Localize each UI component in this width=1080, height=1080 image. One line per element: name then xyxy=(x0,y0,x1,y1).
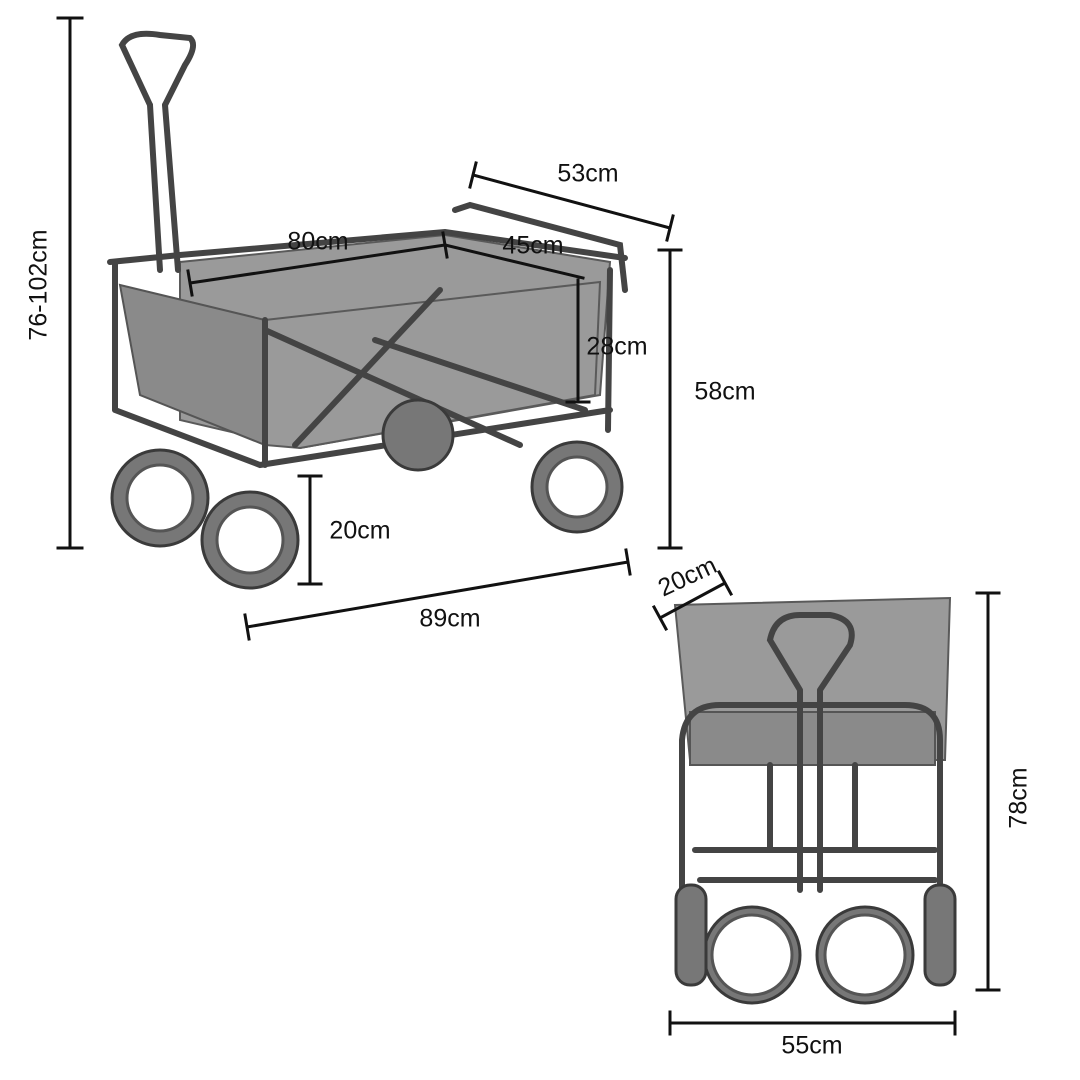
label-folded-width: 55cm xyxy=(781,1032,842,1060)
label-folded-depth: 20cm xyxy=(654,551,721,602)
label-length-inner: 80cm xyxy=(287,228,348,256)
dimension-depth-top: 53cm xyxy=(468,160,675,242)
folded-wheel-back-left xyxy=(674,883,708,987)
dimension-wheel-diameter: 20cm xyxy=(297,474,391,586)
wheel-rear-right xyxy=(530,440,624,534)
label-total-height: 58cm xyxy=(694,378,755,406)
dimension-folded-height: 78cm xyxy=(975,591,1033,992)
wagon-frame-top xyxy=(107,201,628,293)
dimension-basket-depth: 28cm xyxy=(565,278,648,404)
folded-handle xyxy=(766,612,855,893)
wagon-folded-view xyxy=(673,596,957,1005)
label-total-length: 89cm xyxy=(419,605,480,633)
wagon-frame-bottom xyxy=(112,259,613,469)
folded-front-pocket xyxy=(689,711,936,766)
dimension-handle-height: 76-102cm xyxy=(25,16,84,550)
dimension-folded-width: 55cm xyxy=(668,1010,957,1060)
wagon-frame-x xyxy=(262,287,588,448)
label-handle-height: 76-102cm xyxy=(25,229,53,340)
folded-wheel-back-right xyxy=(923,883,957,987)
dimension-width-inner: 45cm xyxy=(443,232,585,280)
label-wheel-diameter: 20cm xyxy=(329,517,390,545)
wheel-front-left xyxy=(110,448,210,548)
dimension-total-length: 89cm xyxy=(243,548,632,641)
wheel-rear-left xyxy=(381,398,455,472)
label-width-inner: 45cm xyxy=(502,232,563,260)
label-basket-depth: 28cm xyxy=(586,333,647,361)
wagon-side-view xyxy=(107,30,628,590)
label-folded-height: 78cm xyxy=(1005,767,1033,828)
wagon-handle-grip xyxy=(118,30,197,108)
label-depth-top: 53cm xyxy=(557,160,618,188)
wagon-handle xyxy=(147,102,181,273)
wheel-front-right xyxy=(200,490,300,590)
folded-wheel-right xyxy=(815,905,915,1005)
folded-wheel-left xyxy=(702,905,802,1005)
dimension-total-height: 58cm xyxy=(657,248,756,550)
